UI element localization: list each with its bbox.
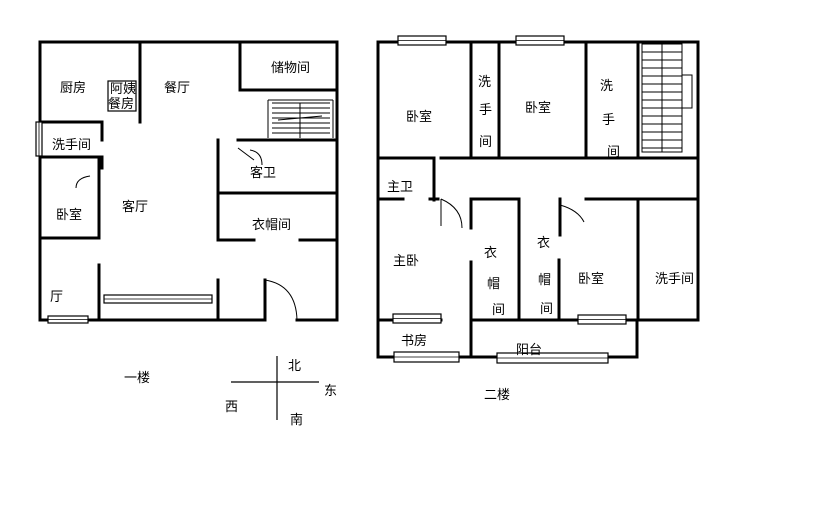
bedroom1-door — [75, 175, 91, 189]
room-2f-bedroom-nw: 卧室 — [406, 109, 432, 125]
room-2f-cloak-b-2: 帽 — [538, 272, 551, 288]
master-bath-door — [440, 198, 463, 229]
compass-north: 北 — [288, 359, 301, 374]
room-2f-master-bed: 主卧 — [393, 254, 419, 269]
room-living: 客厅 — [122, 199, 148, 215]
room-2f-wash-b-2: 手 — [602, 113, 615, 128]
bedroom-se-door — [559, 204, 585, 223]
room-2f-bedroom-se: 卧室 — [578, 271, 604, 287]
front-door — [264, 279, 298, 321]
compass-west: 西 — [225, 400, 238, 415]
floor1-plan: 厨房 阿姨 餐房 餐厅 储物间 洗手间 客卫 客厅 卧室 衣帽间 厅 一楼 — [35, 40, 339, 386]
room-2f-wash-a-2: 手 — [479, 103, 492, 118]
room-kitchen: 厨房 — [60, 80, 86, 96]
room-hall: 厅 — [50, 290, 63, 305]
compass-south: 南 — [290, 412, 303, 428]
floor2-plan: 卧室 洗 手 间 卧室 洗 手 间 主卫 主卧 衣 帽 间 衣 帽 间 卧室 洗… — [376, 35, 700, 403]
room-2f-wash-e: 洗手间 — [655, 272, 694, 287]
room-2f-bedroom-n: 卧室 — [525, 100, 551, 116]
room-2f-cloak-a-3: 间 — [492, 303, 505, 318]
room-2f-wash-b-3: 间 — [607, 145, 620, 160]
floor1-caption: 一楼 — [124, 371, 150, 386]
room-2f-wash-a-1: 洗 — [478, 75, 491, 90]
guest-bath-door — [237, 147, 255, 161]
compass-east: 东 — [324, 384, 337, 399]
room-maid-b: 餐房 — [108, 96, 134, 112]
compass: 北 南 东 西 — [225, 356, 337, 428]
room-2f-cloak-a-1: 衣 — [484, 245, 497, 261]
room-storage: 储物间 — [271, 61, 310, 76]
floor2-caption: 二楼 — [484, 388, 510, 403]
room-dining: 餐厅 — [164, 80, 190, 96]
room-2f-master-bath: 主卫 — [387, 180, 413, 195]
room-2f-study: 书房 — [401, 333, 427, 349]
staircase-2f — [641, 43, 693, 153]
room-2f-wash-a-3: 间 — [479, 135, 492, 150]
room-maid-a: 阿姨 — [110, 82, 136, 97]
staircase — [267, 99, 334, 138]
room-2f-balcony: 阳台 — [516, 343, 542, 358]
room-2f-cloak-b-1: 衣 — [537, 235, 550, 251]
room-bedroom-1f: 卧室 — [56, 207, 82, 223]
room-2f-wash-b-1: 洗 — [600, 79, 613, 94]
room-guest-bath: 客卫 — [250, 165, 276, 181]
room-2f-cloak-a-2: 帽 — [487, 276, 500, 292]
room-cloakroom: 衣帽间 — [252, 217, 291, 233]
room-wash: 洗手间 — [52, 138, 91, 153]
room-2f-cloak-b-3: 间 — [540, 302, 553, 317]
